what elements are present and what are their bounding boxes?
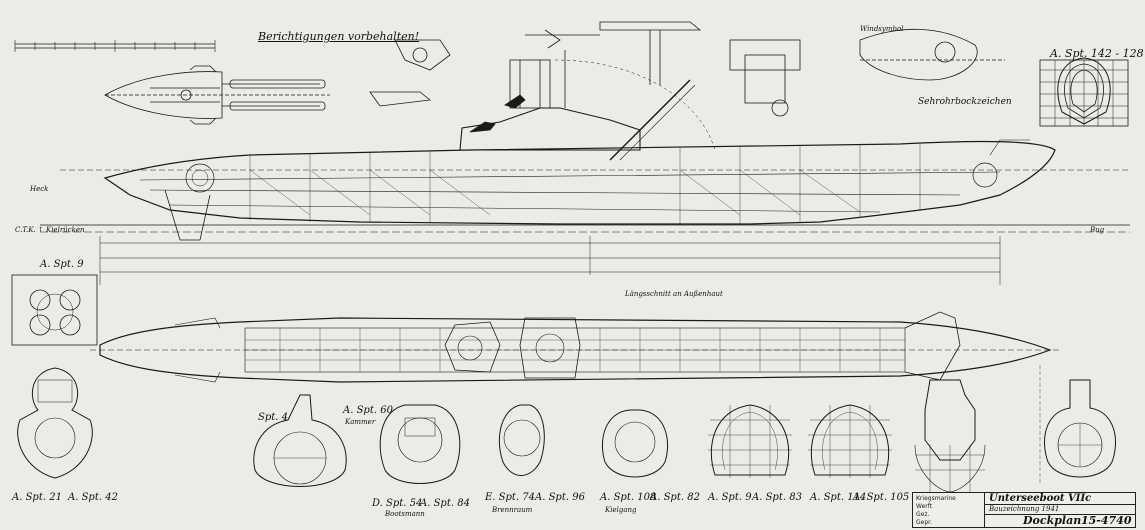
body-plan-top-right [1039, 57, 1129, 127]
scale-bar [14, 40, 216, 52]
section-caption: Bootsmann [385, 510, 425, 518]
section-label: A. Spt. 84 [420, 498, 470, 509]
section-label: A. Spt. 105 [853, 492, 910, 503]
side-profile [40, 50, 1130, 241]
info-line: Gez. [916, 511, 930, 518]
bow-label: Bug [1090, 226, 1105, 234]
detail-sketches [369, 21, 1005, 117]
section-caption: Kammer [345, 418, 376, 426]
info-block: Kriegsmarine Werft Gez. Gepr. [912, 492, 986, 528]
section-label: Spt. 4 [258, 412, 288, 423]
kiel-label: C.T.K. ↑ Kielrücken [15, 226, 85, 234]
stern-plan-view [104, 65, 330, 125]
periscope-detail-label: Sehrohrbockzeichen [918, 97, 1012, 107]
title-line-3: Dockplan [1023, 514, 1082, 527]
deck-plan-view [90, 311, 1060, 383]
info-line: Gepr. [916, 519, 932, 526]
stern-label: Heck [30, 185, 49, 193]
warning-note: Berichtigungen vorbehalten! [258, 30, 420, 43]
section-caption: Kielgang [605, 506, 637, 514]
section-label: A. Spt. 114 [810, 492, 867, 503]
section-label: A. Spt. 82 [650, 492, 700, 503]
frame-9-label: A. Spt. 9 [40, 259, 84, 270]
section-label: A. Spt. 60 [343, 405, 393, 416]
section-label: E. Spt. 74 [485, 492, 536, 503]
title-line-2: Bauzeichnung 1941 [989, 505, 1060, 513]
section-label: A. Spt. 83 [752, 492, 802, 503]
torpedo-tube-section [11, 274, 98, 346]
section-label: A. Spt. 96 [535, 492, 585, 503]
wind-label: Windsymbol [860, 25, 904, 33]
cross-sections [17, 365, 1116, 493]
section-label: A. Spt. 108 [600, 492, 657, 503]
frame-ref-top-right: A. Spt. 142 - 128 [1050, 47, 1144, 60]
dimension-lines [99, 236, 1001, 285]
section-label-left-b: A. Spt. 42 [68, 492, 118, 503]
info-line: Kriegsmarine [916, 495, 956, 502]
section-label: D. Spt. 54 [372, 498, 423, 509]
section-label: A. Spt. 9 [708, 492, 752, 503]
info-line: Werft [916, 503, 933, 510]
plan-note: Längsschnitt an Außenhaut [625, 290, 723, 298]
section-caption: Brennraum [492, 506, 533, 514]
sheet-number: 15-4740 [1081, 514, 1132, 527]
section-label-left-a: A. Spt. 21 [12, 492, 62, 503]
title-line-1: Unterseeboot VIIc [989, 493, 1092, 504]
title-block: Unterseeboot VIIc Bauzeichnung 1941 Dock… [984, 492, 1136, 528]
